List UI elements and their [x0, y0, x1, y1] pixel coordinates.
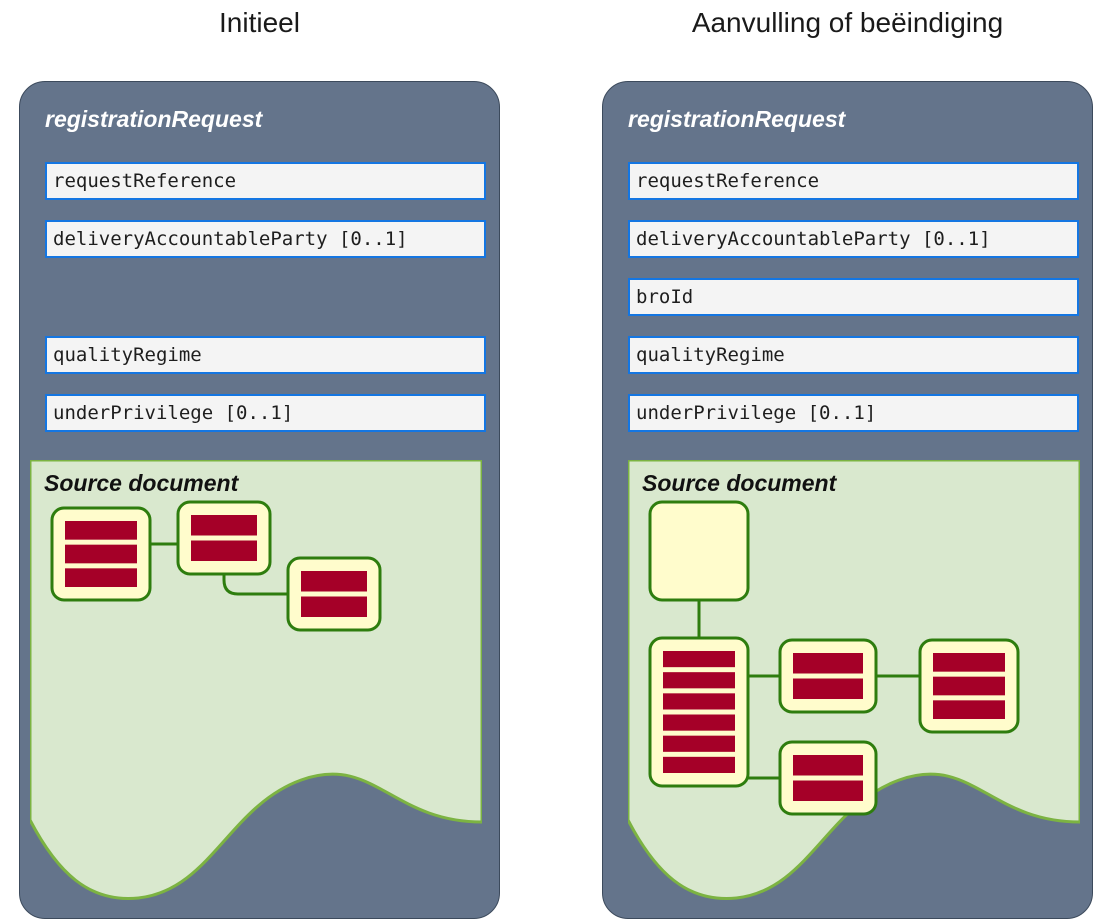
node-bar — [793, 755, 863, 776]
source-document-node — [50, 506, 152, 602]
field-underPrivilege[interactable]: underPrivilege [0..1] — [45, 394, 486, 432]
source-document-node — [286, 556, 382, 632]
node-bar — [191, 515, 257, 536]
node-bar — [663, 651, 735, 668]
source-document-title: Source document — [44, 470, 239, 496]
field-requestReference[interactable]: requestReference — [628, 162, 1079, 200]
node-bar — [663, 756, 735, 773]
panel-aanvulling: registrationRequest requestReference deliv… — [602, 81, 1093, 919]
panel-header-initieel: registrationRequest — [45, 106, 263, 132]
panel-header-aanvulling: registrationRequest — [628, 106, 846, 132]
source-document-node — [778, 638, 878, 714]
panel-title-aanvulling: Aanvulling of beëindiging — [691, 7, 1004, 38]
source-document-initieel: Source document — [30, 460, 482, 912]
field-placeholder-broId — [45, 278, 486, 316]
node-bar — [933, 700, 1005, 719]
node-bar — [663, 714, 735, 731]
source-document-node — [778, 740, 878, 816]
source-document-node — [176, 500, 272, 576]
field-underPrivilege[interactable]: underPrivilege [0..1] — [628, 394, 1079, 432]
field-broId[interactable]: broId — [628, 278, 1079, 316]
node-bar — [793, 678, 863, 699]
source-document-node — [918, 638, 1020, 734]
node-bar — [663, 672, 735, 689]
node-bar — [663, 735, 735, 752]
source-document-node — [648, 636, 750, 788]
node-bar — [301, 571, 367, 592]
field-deliveryAccountableParty[interactable]: deliveryAccountableParty [0..1] — [628, 220, 1079, 258]
node-bar — [663, 693, 735, 710]
node-bar — [301, 596, 367, 617]
source-document-node — [648, 500, 750, 602]
panel-initieel: registrationRequest requestReference deliv… — [19, 81, 500, 919]
node-bar — [65, 568, 137, 587]
node-bar — [793, 653, 863, 674]
node-bar — [65, 544, 137, 564]
node-bar — [933, 653, 1005, 672]
node-bar — [65, 521, 137, 540]
node-bar — [191, 540, 257, 561]
source-document-title: Source document — [642, 470, 837, 496]
node-connector — [222, 574, 288, 596]
field-requestReference[interactable]: requestReference — [45, 162, 486, 200]
node-bar — [793, 780, 863, 801]
field-qualityRegime[interactable]: qualityRegime — [45, 336, 486, 374]
source-document-aanvulling: Source document — [628, 460, 1080, 912]
node-bar — [933, 676, 1005, 696]
field-deliveryAccountableParty[interactable]: deliveryAccountableParty [0..1] — [45, 220, 486, 258]
panel-title-initieel: Initieel — [219, 7, 300, 38]
field-qualityRegime[interactable]: qualityRegime — [628, 336, 1079, 374]
